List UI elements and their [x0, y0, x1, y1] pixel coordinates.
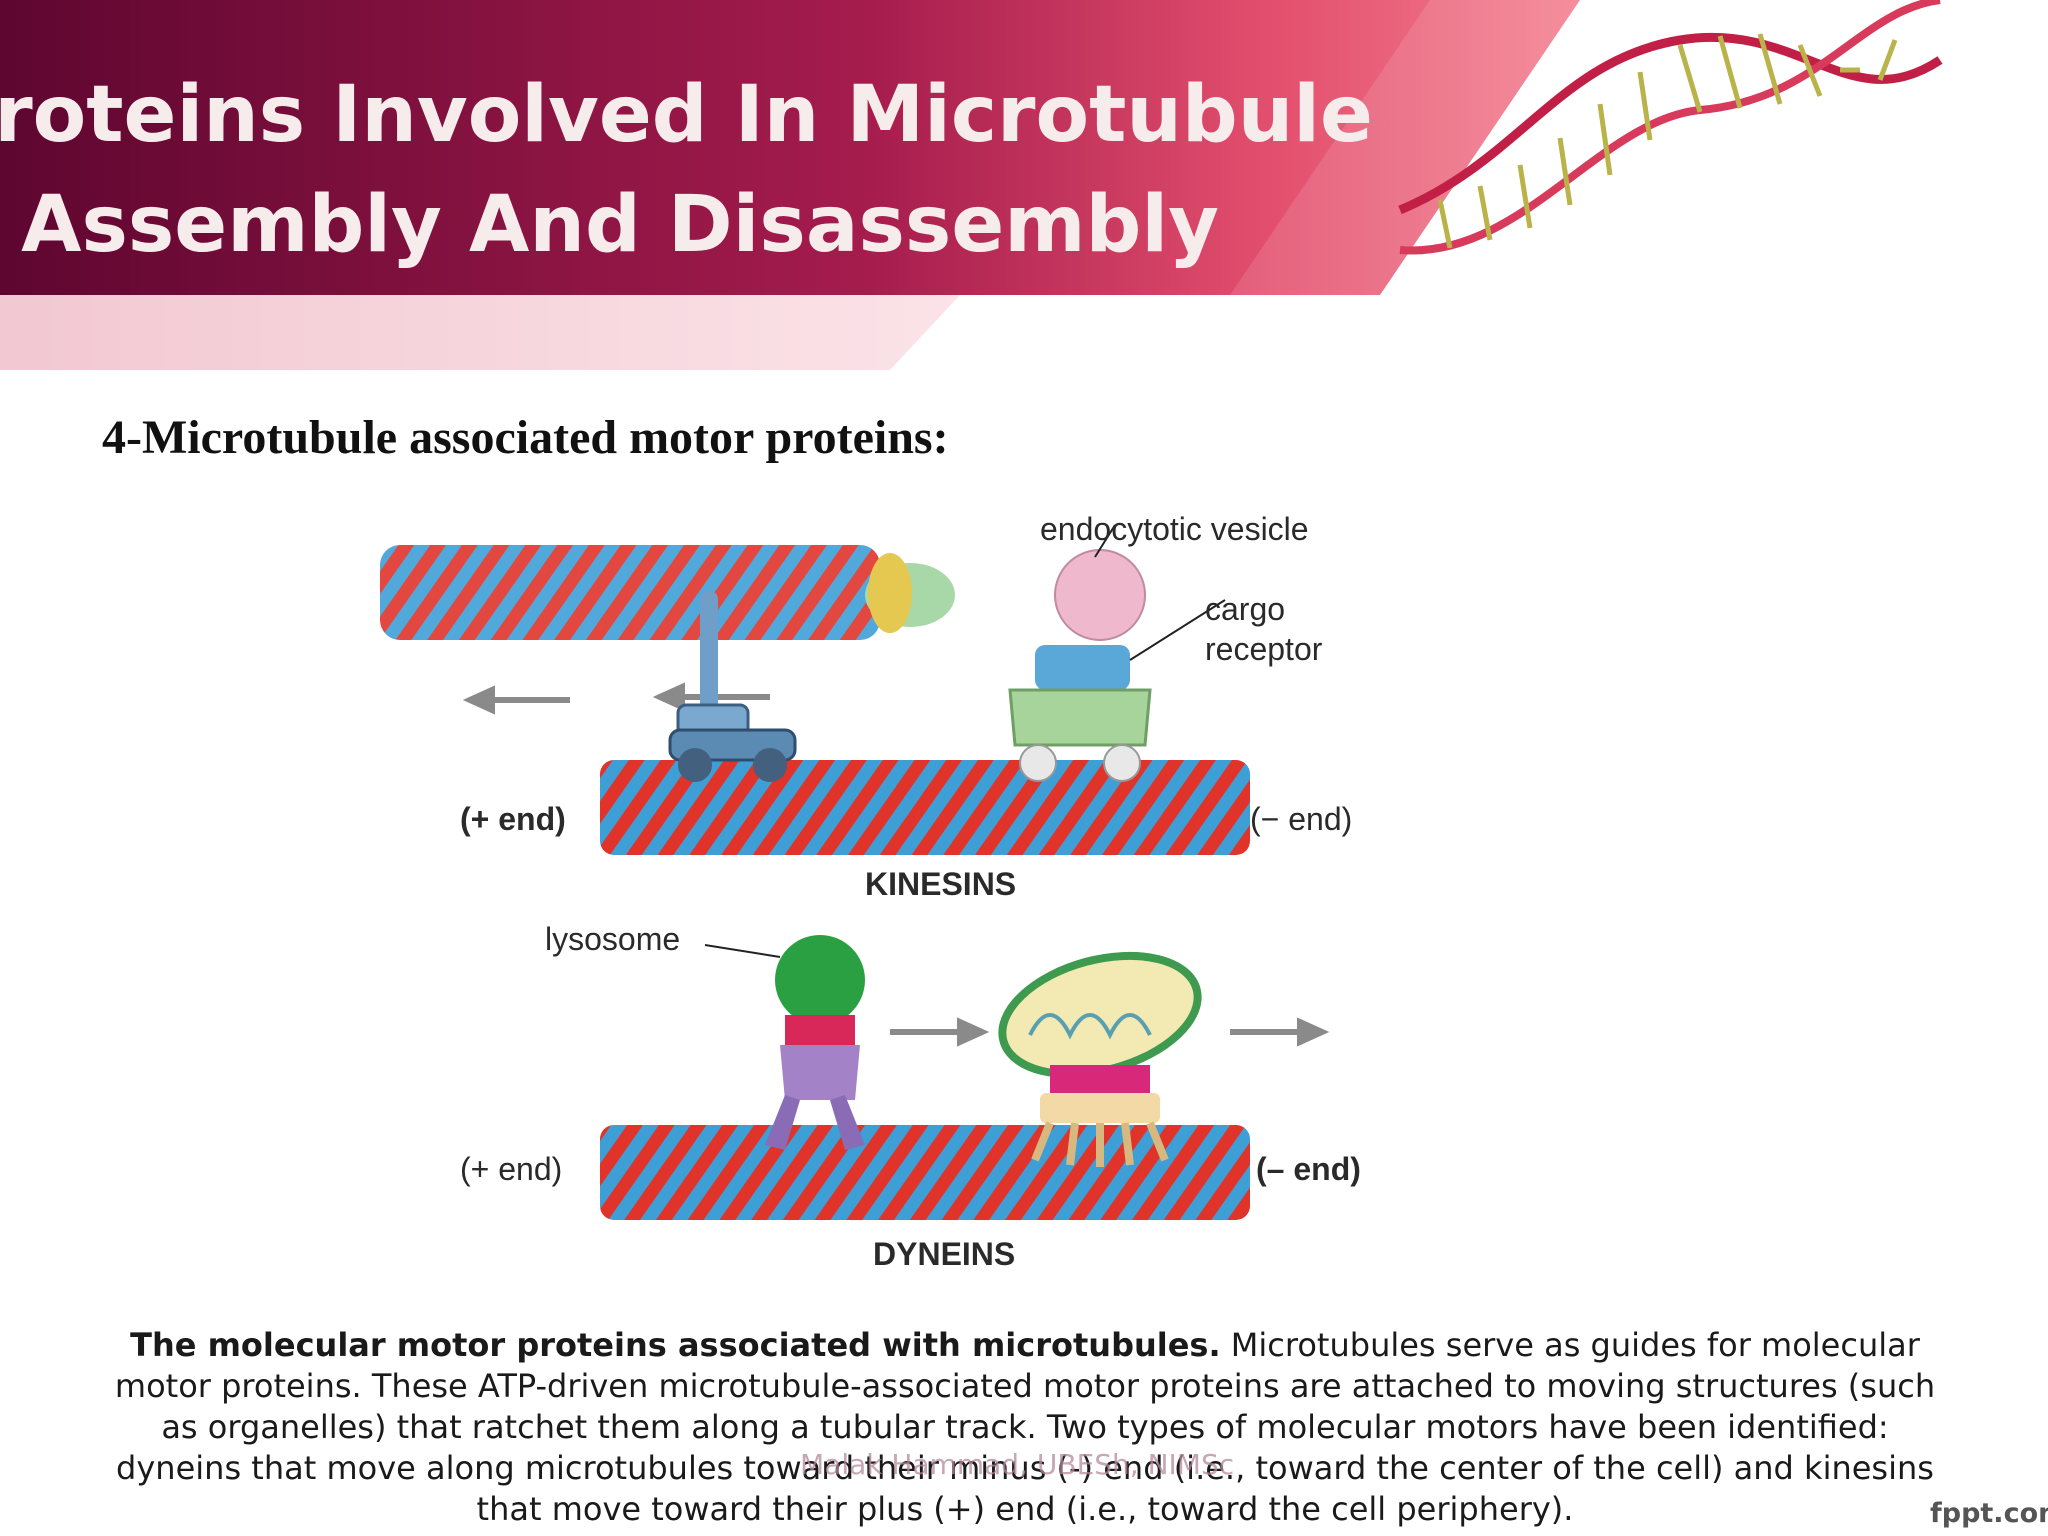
label-plus-end-top: (+ end)	[460, 801, 566, 837]
label-endocytotic-vesicle: endocytotic vesicle	[1040, 511, 1309, 547]
label-minus-end-top: (− end)	[1250, 801, 1352, 837]
brand-logo-text: fppt.com	[1930, 1498, 2048, 1529]
author-watermark: Malak Hammad, UBESh, NIMSc	[800, 1448, 1235, 1481]
arrow-left-icon	[462, 682, 770, 715]
dynein-microtubule-track	[600, 1125, 1250, 1220]
motor-proteins-figure: endocytotic vesicle cargo receptor (+ en…	[380, 511, 1361, 1272]
label-receptor: receptor	[1205, 631, 1323, 667]
kinesin-microtubule-track	[600, 760, 1250, 855]
label-lysosome: lysosome	[545, 921, 680, 957]
slide-title: Proteins Involved In Microtubule Assembl…	[0, 60, 1400, 280]
figure-caption: The molecular motor proteins associated …	[110, 1325, 1940, 1530]
dynein-with-mitochondrion	[998, 951, 1202, 1167]
kinesin-with-vesicle	[1008, 549, 1152, 782]
caption-body: Microtubules serve as guides for molecul…	[114, 1326, 1936, 1528]
label-dyneins: DYNEINS	[873, 1236, 1015, 1272]
arrow-right-icon	[890, 1017, 1330, 1047]
slide-title-line1: Proteins Involved In Microtubule	[0, 70, 1373, 160]
dna-helix-icon	[1398, 0, 1943, 255]
depolymerizing-microtubule	[380, 545, 955, 640]
title-banner	[0, 0, 1943, 370]
dynein-with-lysosome	[765, 935, 865, 1150]
caption-title: The molecular motor proteins associated …	[130, 1326, 1221, 1364]
section-heading: 4-Microtubule associated motor proteins:	[102, 411, 949, 464]
kinesin-motor	[668, 591, 797, 782]
slide-title-line2: Assembly And Disassembly	[21, 180, 1219, 270]
label-minus-end-bottom: (– end)	[1256, 1151, 1361, 1187]
label-cargo: cargo	[1205, 591, 1285, 627]
label-plus-end-bottom: (+ end)	[460, 1151, 562, 1187]
label-kinesins: KINESINS	[865, 866, 1016, 902]
